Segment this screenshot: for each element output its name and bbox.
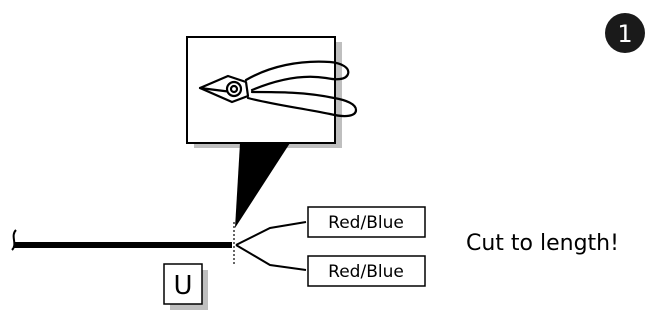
step-number: 1 bbox=[617, 20, 632, 48]
diagonal-cutter-pliers-icon bbox=[198, 60, 358, 118]
cable-tag-box bbox=[163, 263, 203, 305]
cable-sheath bbox=[14, 242, 232, 248]
cable-tag-text: U bbox=[173, 271, 192, 301]
cable-tag: U bbox=[163, 263, 208, 310]
upper-wire bbox=[235, 221, 307, 246]
upper-wire-label-text: Red/Blue bbox=[328, 213, 404, 233]
cable-break-mark bbox=[11, 229, 17, 251]
step-badge: 1 bbox=[605, 13, 645, 53]
callout-pointer bbox=[235, 143, 290, 228]
lower-wire bbox=[235, 244, 307, 271]
main-cable bbox=[11, 222, 235, 264]
instruction-text: Cut to length! bbox=[466, 231, 619, 256]
lower-wire-label: Red/Blue bbox=[307, 255, 426, 287]
upper-wire-label: Red/Blue bbox=[307, 206, 426, 238]
tool-callout bbox=[186, 36, 358, 228]
lower-wire-label-text: Red/Blue bbox=[328, 262, 404, 282]
split-wires bbox=[235, 221, 307, 271]
